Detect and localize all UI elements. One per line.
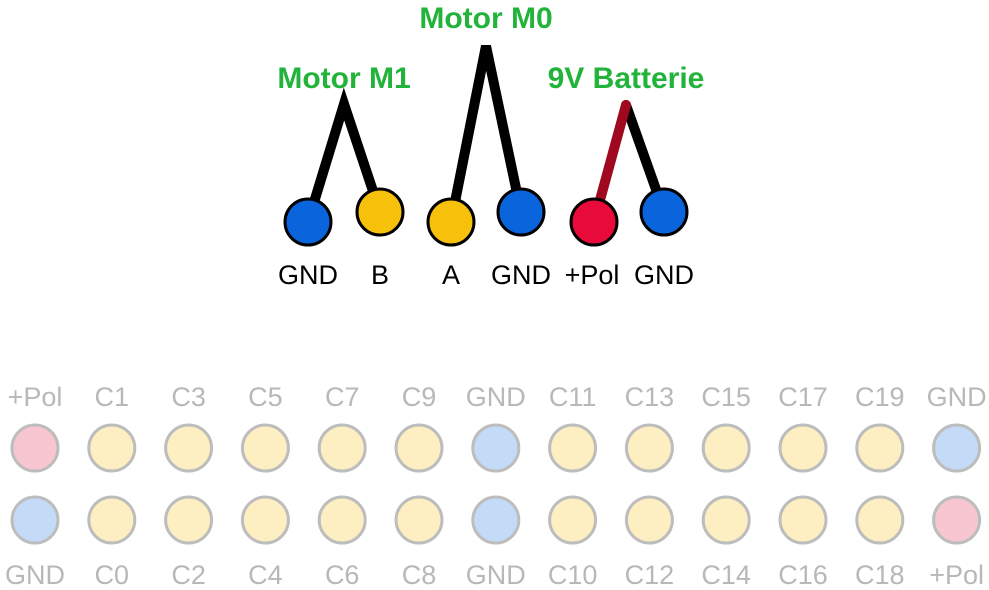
header-bottom-label: C18 <box>855 560 905 590</box>
header-top-pin-gnd <box>932 423 982 473</box>
header-top-label: C5 <box>248 382 283 412</box>
header-bottom-pin-c2 <box>164 495 214 545</box>
header-top-label: C11 <box>549 382 597 412</box>
header-bottom-label: C16 <box>778 560 828 590</box>
wires <box>303 44 669 227</box>
header-top-pin-c5 <box>240 423 290 473</box>
header-top-pin-c13 <box>624 423 674 473</box>
header-bottom-pin-gnd <box>471 495 521 545</box>
header-bottom-pin-c4 <box>240 495 290 545</box>
header-top-label: C19 <box>855 382 905 412</box>
header-bottom-label: C10 <box>548 560 598 590</box>
header-top-pin-c9 <box>394 423 444 473</box>
connector-pins <box>283 187 689 247</box>
header-bottom-pin-plus-pol <box>932 495 982 545</box>
header-top-label: C9 <box>402 382 437 412</box>
header-top-pin-c17 <box>778 423 828 473</box>
motor-m0-title: Motor M0 <box>419 2 552 35</box>
header-bottom-pin-gnd <box>10 495 60 545</box>
header-bottom-label: GND <box>466 560 526 590</box>
header-top-label: GND <box>927 382 987 412</box>
header-top-label: C7 <box>325 382 360 412</box>
header-top-pin-c3 <box>164 423 214 473</box>
header-top-label: C13 <box>625 382 675 412</box>
pin-label: +Pol <box>565 260 620 290</box>
pin-label: GND <box>278 260 338 290</box>
motor-m0-wire <box>446 44 526 227</box>
header-bottom-label: C14 <box>701 560 751 590</box>
header-top-pin-c7 <box>317 423 367 473</box>
header-bottom-pin-c6 <box>317 495 367 545</box>
header-bottom-pin-c12 <box>624 495 674 545</box>
header-top-pin-c19 <box>855 423 905 473</box>
pin-label: A <box>442 260 460 290</box>
header-bottom-label: C8 <box>402 560 437 590</box>
header-top-label: C17 <box>778 382 828 412</box>
header-top-label: +Pol <box>8 382 63 412</box>
pin-m0-gnd <box>496 187 546 237</box>
header-top-pin-plus-pol <box>10 423 60 473</box>
pin-m0-a <box>426 197 476 247</box>
pin-battery-plus <box>569 197 619 247</box>
header-bottom-pin-c16 <box>778 495 828 545</box>
connector-pin-labels: GND B A GND +Pol GND <box>278 260 694 290</box>
motor-m1-wire <box>303 87 385 227</box>
header-bottom-pin-c18 <box>855 495 905 545</box>
header-top-label: C1 <box>95 382 130 412</box>
header-bottom-pin-c0 <box>87 495 137 545</box>
battery-title: 9V Batterie <box>548 62 705 95</box>
header-top-label: GND <box>466 382 526 412</box>
header-top-pin-c15 <box>701 423 751 473</box>
pin-label: B <box>371 260 389 290</box>
header-top-pin-gnd <box>471 423 521 473</box>
header-top-pin-c11 <box>548 423 598 473</box>
header-bottom-label: +Pol <box>929 560 984 590</box>
header-top-pin-c1 <box>87 423 137 473</box>
pin-m1-gnd <box>283 197 333 247</box>
header-bottom-label: C12 <box>625 560 675 590</box>
header-top-label: C3 <box>171 382 206 412</box>
header-bottom-label: C0 <box>95 560 130 590</box>
pin-m1-b <box>355 187 405 237</box>
header-bottom-label: C6 <box>325 560 360 590</box>
header-top-label: C15 <box>701 382 751 412</box>
header-bottom-label: C4 <box>248 560 283 590</box>
header-bottom-pin-c8 <box>394 495 444 545</box>
pin-battery-gnd <box>639 187 689 237</box>
header-bottom-label: GND <box>5 560 65 590</box>
header-bottom-label: C2 <box>171 560 206 590</box>
pin-label: GND <box>634 260 694 290</box>
header-bottom-pin-c14 <box>701 495 751 545</box>
header-bottom-pin-c10 <box>548 495 598 545</box>
pin-label: GND <box>491 260 551 290</box>
